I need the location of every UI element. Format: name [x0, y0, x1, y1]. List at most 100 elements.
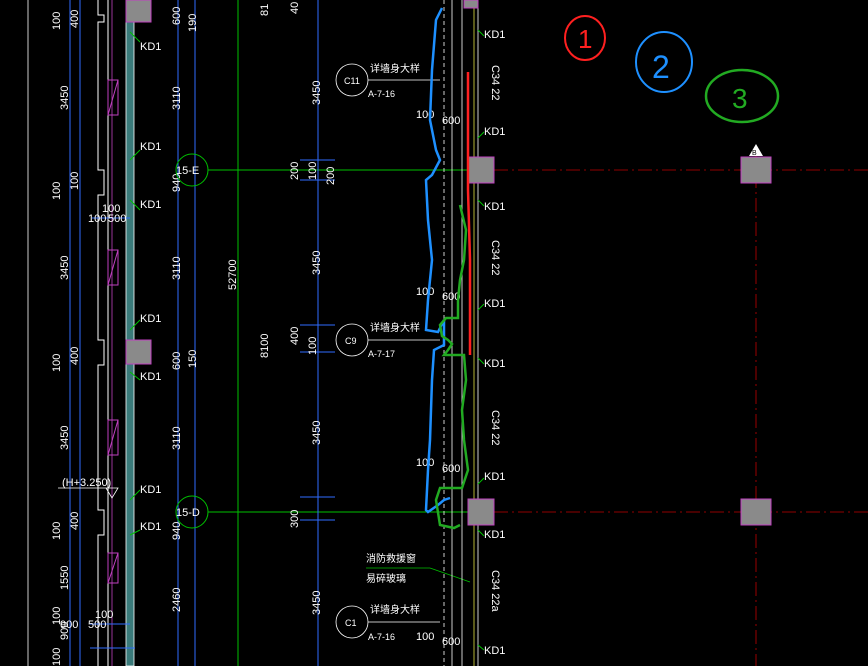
svg-text:3450: 3450 — [59, 86, 71, 110]
svg-text:B: B — [752, 150, 757, 157]
svg-text:KD1: KD1 — [484, 29, 505, 41]
svg-text:3450: 3450 — [311, 421, 323, 445]
svg-text:400: 400 — [69, 512, 81, 530]
markup-circle-1: 1 — [564, 15, 606, 61]
svg-text:200: 200 — [289, 162, 301, 180]
kd1-tag: KD1 — [477, 471, 505, 485]
left-dimension-chain — [27, 0, 81, 666]
svg-text:900: 900 — [59, 622, 71, 640]
wall-codes: C34 22 C34 22 C34 22 C34 22a — [489, 65, 501, 612]
svg-text:KD1: KD1 — [140, 199, 161, 211]
level-marker: (H+3.250) — [58, 477, 119, 499]
svg-text:100: 100 — [95, 609, 113, 621]
axis-bubble-15D: 15-D — [175, 495, 209, 529]
svg-text:100: 100 — [51, 12, 63, 30]
middle-dimension-chain — [300, 0, 335, 666]
kd1-tag: KD1 — [477, 644, 505, 657]
svg-text:400: 400 — [69, 10, 81, 28]
svg-text:3110: 3110 — [171, 426, 183, 450]
svg-text:3450: 3450 — [59, 426, 71, 450]
svg-text:KD1: KD1 — [484, 298, 505, 310]
kd1-tag: KD1 — [129, 199, 161, 211]
svg-text:15-D: 15-D — [176, 507, 200, 519]
svg-text:C9: C9 — [345, 336, 357, 346]
svg-text:400: 400 — [289, 327, 301, 345]
svg-text:100: 100 — [51, 607, 63, 625]
markup-circle-3: 3 — [704, 68, 780, 124]
svg-text:100: 100 — [51, 182, 63, 200]
svg-text:100: 100 — [416, 286, 434, 298]
svg-text:100: 100 — [51, 354, 63, 372]
svg-text:3110: 3110 — [171, 86, 183, 110]
svg-text:KD1: KD1 — [484, 471, 505, 483]
left-window-glyphs — [107, 79, 119, 584]
svg-text:900: 900 — [60, 619, 78, 631]
svg-text:(H+3.250): (H+3.250) — [62, 477, 111, 489]
svg-text:500: 500 — [108, 213, 126, 225]
svg-text:KD1: KD1 — [140, 521, 161, 533]
svg-text:600: 600 — [442, 463, 460, 475]
svg-text:100: 100 — [307, 337, 319, 355]
svg-text:100: 100 — [102, 203, 120, 215]
svg-text:A-7-16: A-7-16 — [368, 632, 395, 642]
svg-text:100: 100 — [416, 631, 434, 643]
svg-text:A-7-17: A-7-17 — [368, 349, 395, 359]
svg-text:100: 100 — [307, 162, 319, 180]
left-kd1-tags: KD1 KD1 KD1 KD1 KD1 KD1 KD1 — [129, 31, 161, 536]
svg-text:KD1: KD1 — [484, 529, 505, 541]
left-dim-labels: 100 400 3450 100 100 3450 100 400 3450 1… — [51, 10, 81, 666]
markup-green-outline — [434, 204, 470, 530]
axis-marker: B — [749, 144, 763, 157]
svg-text:190: 190 — [187, 14, 199, 32]
svg-text:600: 600 — [442, 636, 460, 648]
svg-text:400: 400 — [69, 347, 81, 365]
svg-text:100: 100 — [51, 522, 63, 540]
kd1-tag: KD1 — [129, 313, 161, 331]
svg-text:详墙身大样: 详墙身大样 — [370, 603, 420, 616]
left-columns — [125, 0, 152, 666]
svg-text:100: 100 — [51, 648, 63, 666]
svg-text:KD1: KD1 — [484, 358, 505, 370]
svg-text:C34 22: C34 22 — [489, 240, 501, 275]
svg-text:A-7-16: A-7-16 — [368, 89, 395, 99]
svg-text:100: 100 — [88, 213, 106, 225]
svg-text:KD1: KD1 — [140, 41, 161, 53]
kd1-tag: KD1 — [129, 31, 161, 53]
svg-text:2460: 2460 — [171, 588, 183, 612]
svg-text:200: 200 — [325, 167, 337, 185]
kd1-tag: KD1 — [129, 521, 161, 536]
svg-text:600: 600 — [442, 291, 460, 303]
svg-text:600: 600 — [171, 7, 183, 25]
svg-text:2: 2 — [652, 49, 670, 85]
svg-text:150: 150 — [187, 350, 199, 368]
axis-bubble-15E: 15-E — [175, 153, 209, 187]
right-kd1-tags: KD1 KD1 KD1 KD1 KD1 KD1 KD1 KD1 — [477, 29, 505, 657]
svg-text:81: 81 — [259, 4, 271, 16]
svg-text:1: 1 — [578, 24, 592, 54]
window-callout-c1: C1 详墙身大样 A-7-16 — [335, 603, 440, 642]
svg-text:C34 22: C34 22 — [489, 65, 501, 100]
svg-text:3450: 3450 — [311, 81, 323, 105]
svg-text:KD1: KD1 — [140, 141, 161, 153]
horizontal-dims: 100 500 100 500 900 100 — [60, 203, 135, 649]
window-callout-c9: C9 详墙身大样 A-7-17 — [335, 321, 440, 359]
svg-text:KD1: KD1 — [484, 126, 505, 138]
svg-text:3: 3 — [732, 83, 748, 114]
svg-text:52700: 52700 — [227, 259, 239, 290]
svg-text:1550: 1550 — [59, 566, 71, 590]
kd1-tag: KD1 — [129, 371, 161, 383]
svg-text:8100: 8100 — [259, 334, 271, 358]
svg-text:KD1: KD1 — [484, 201, 505, 213]
markup-blue-outline — [424, 7, 451, 514]
svg-text:KD1: KD1 — [140, 484, 161, 496]
svg-text:3450: 3450 — [311, 591, 323, 615]
kd1-tag: KD1 — [477, 298, 505, 311]
svg-text:消防救援窗: 消防救援窗 — [366, 552, 416, 565]
overall-dims: 52700 8100 81 40 — [227, 2, 301, 358]
svg-text:KD1: KD1 — [140, 313, 161, 325]
svg-text:详墙身大样: 详墙身大样 — [370, 321, 420, 334]
svg-text:600: 600 — [442, 115, 460, 127]
middle-dim-labels: 3450 200 100 200 3450 400 100 3450 300 3… — [289, 81, 337, 615]
